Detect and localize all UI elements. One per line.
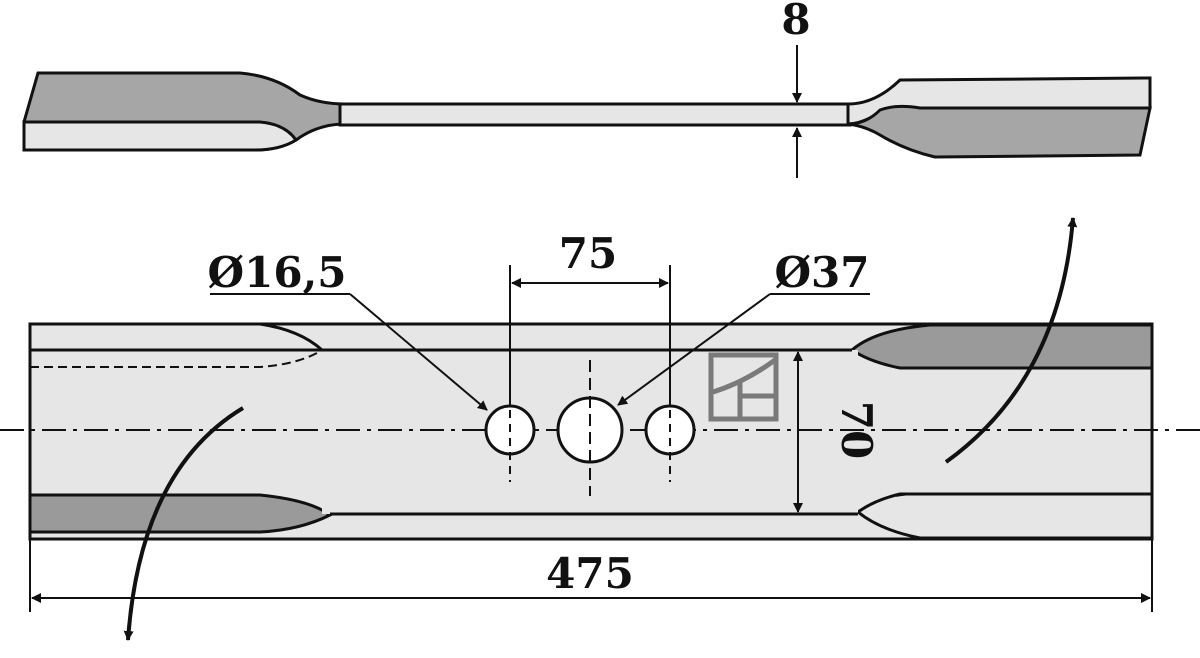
top-view-upper-left-bevel — [28, 322, 326, 352]
length-label: 475 — [546, 549, 634, 598]
small-hole-diameter-callout: Ø16,5 — [208, 248, 488, 411]
large-hole-diameter-label: Ø37 — [774, 248, 869, 297]
side-view-center-bar — [338, 102, 852, 127]
mounting-holes — [484, 360, 696, 496]
large-hole-diameter-callout: Ø37 — [617, 248, 870, 406]
top-view-lower-right-face — [855, 492, 1154, 540]
blade-side-view — [22, 71, 1152, 159]
hole-spacing-dimension: 75 — [509, 229, 671, 406]
width-dimension: 70 — [793, 351, 881, 513]
side-view-right-end-bevel — [847, 104, 1152, 159]
side-view-right-top-edge — [899, 77, 1151, 81]
top-view-lower-left-bevel — [28, 493, 333, 534]
top-view-lower-right-dashed — [857, 493, 1152, 513]
thickness-label: 8 — [781, 0, 810, 44]
hole-spacing-label: 75 — [559, 229, 617, 278]
stamp-mark — [708, 352, 779, 422]
side-view-left-end-face — [22, 120, 299, 152]
length-dimension: 475 — [29, 539, 1153, 612]
rotation-arrow-left-icon — [123, 406, 245, 641]
width-label: 70 — [832, 401, 881, 459]
thickness-dimension: 8 — [780, 0, 815, 178]
top-view-upper-right-bevel — [849, 323, 1154, 370]
top-view-upper-left-dashed — [30, 349, 323, 368]
small-hole-diameter-label: Ø16,5 — [208, 248, 347, 297]
rotation-arrow-right-icon — [944, 217, 1078, 464]
